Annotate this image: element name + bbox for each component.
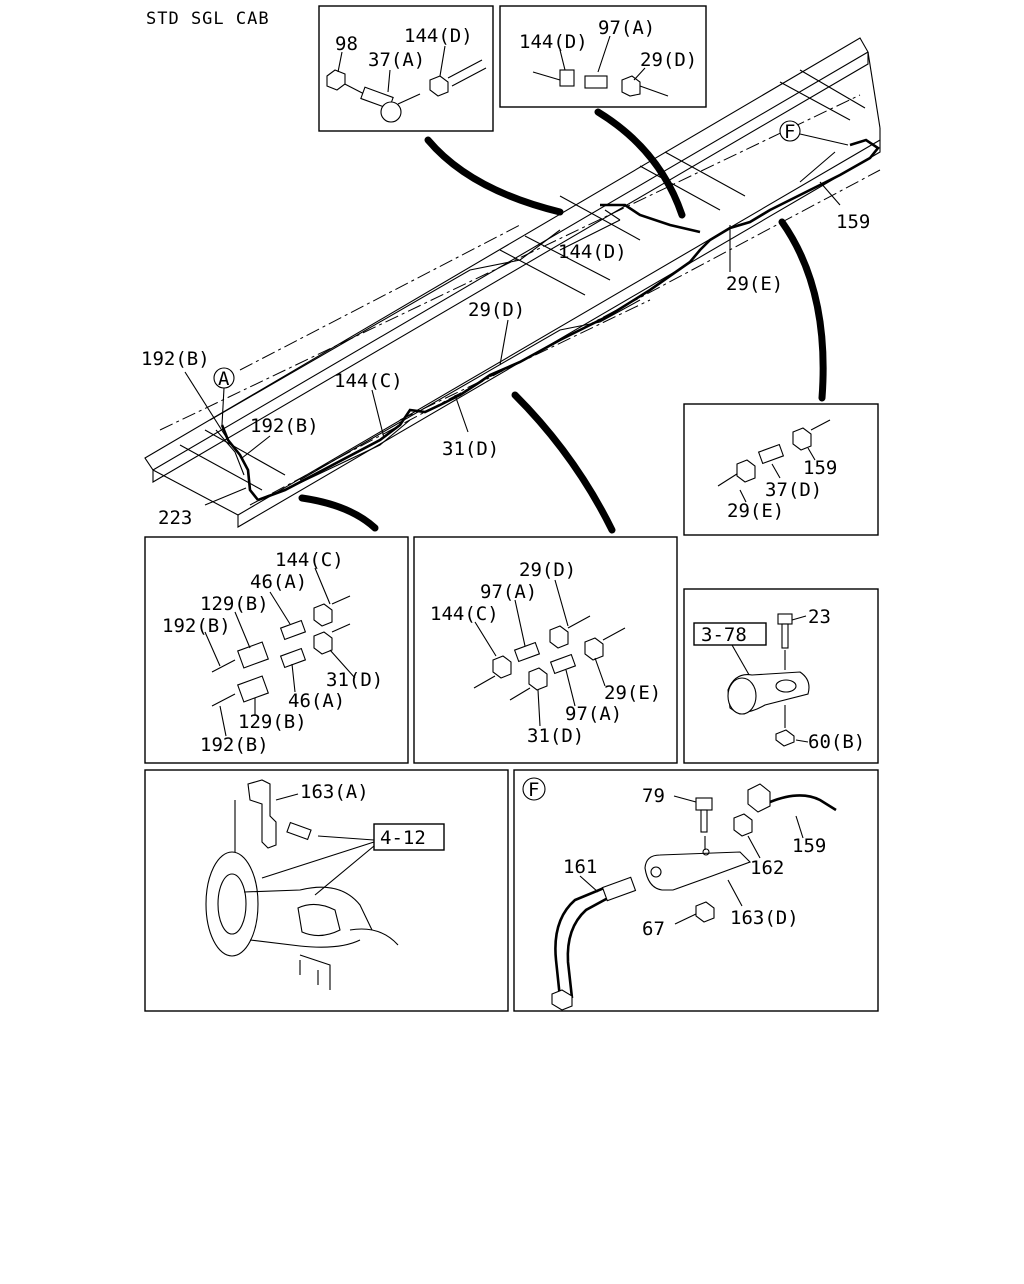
tl-label-98: 98 (335, 33, 358, 55)
callout-a-letter: A (218, 368, 230, 390)
detail-top-mid: 144(D) 97(A) 29(D) (499, 5, 707, 108)
clip-ref-3-78: 3-78 (701, 624, 747, 646)
ru-label-37d: 37(D) (765, 479, 822, 501)
tl-label-144d: 144(D) (404, 25, 473, 47)
main-label-29e: 29(E) (726, 273, 783, 295)
clip-label-23: 23 (808, 606, 831, 628)
main-label-31d: 31(D) (442, 438, 499, 460)
mc-label-144c: 144(C) (430, 603, 499, 625)
ru-label-159: 159 (803, 457, 837, 479)
axle-ref-4-12: 4-12 (380, 827, 426, 849)
f-label-79: 79 (642, 785, 665, 807)
f-label-161: 161 (563, 856, 597, 878)
main-label-144c: 144(C) (334, 370, 403, 392)
ref-box-4-12 (373, 823, 445, 851)
main-label-192b-top: 192(B) (141, 348, 210, 370)
main-label-29d: 29(D) (468, 299, 525, 321)
detail-clip: 3-78 23 60(B) (683, 588, 879, 764)
ru-label-29e: 29(E) (727, 500, 784, 522)
f-label-163d: 163(D) (730, 907, 799, 929)
mc-label-29e: 29(E) (604, 682, 661, 704)
mc-label-97a-top: 97(A) (480, 581, 537, 603)
f-label-162: 162 (750, 857, 784, 879)
tm-label-97a: 97(A) (598, 17, 655, 39)
ml-label-46a-top: 46(A) (250, 571, 307, 593)
ml-label-144c: 144(C) (275, 549, 344, 571)
ml-label-192b-top: 192(B) (162, 615, 231, 637)
mc-label-29d: 29(D) (519, 559, 576, 581)
ml-label-129b-bottom: 129(B) (238, 711, 307, 733)
main-frame-view: A F 144(D) 29(D) 29(E) 159 192(B) 192(B)… (141, 37, 881, 534)
mc-label-31d: 31(D) (527, 725, 584, 747)
detail-top-left: 98 37(A) 144(D) (318, 5, 494, 132)
callout-f-letter: F (784, 121, 795, 143)
detail-mid-left: 144(C) 46(A) 129(B) 192(B) 31(D) 46(A) 1… (144, 536, 409, 764)
f-label-67: 67 (642, 918, 665, 940)
axle-label-163a: 163(A) (300, 781, 369, 803)
tm-label-29d: 29(D) (640, 49, 697, 71)
main-label-159: 159 (836, 211, 870, 233)
detail-axle: 4-12 163(A) (144, 769, 509, 1012)
callout-f-circle (779, 120, 801, 142)
tl-label-37a: 37(A) (368, 49, 425, 71)
diagram-title: STD SGL CAB (146, 9, 270, 29)
ml-label-192b-bottom: 192(B) (200, 734, 269, 756)
main-label-144d: 144(D) (558, 241, 627, 263)
ml-label-31d: 31(D) (326, 669, 383, 691)
detail-mid-center: 29(D) 97(A) 144(C) 29(E) 97(A) 31(D) (413, 536, 678, 764)
main-label-192b-mid: 192(B) (250, 415, 319, 437)
detail-f: F 79 159 161 162 163(D) 67 (513, 769, 879, 1012)
tm-label-144d: 144(D) (519, 31, 588, 53)
ml-label-129b-top: 129(B) (200, 593, 269, 615)
f-label-159: 159 (792, 835, 826, 857)
mc-label-97a-bottom: 97(A) (565, 703, 622, 725)
clip-label-60b: 60(B) (808, 731, 865, 753)
f-detail-letter: F (528, 779, 539, 801)
main-label-223: 223 (158, 507, 192, 529)
detail-right-union: 159 37(D) 29(E) (683, 403, 879, 536)
ml-label-46a-bottom: 46(A) (288, 690, 345, 712)
ref-box-3-78 (693, 622, 767, 646)
